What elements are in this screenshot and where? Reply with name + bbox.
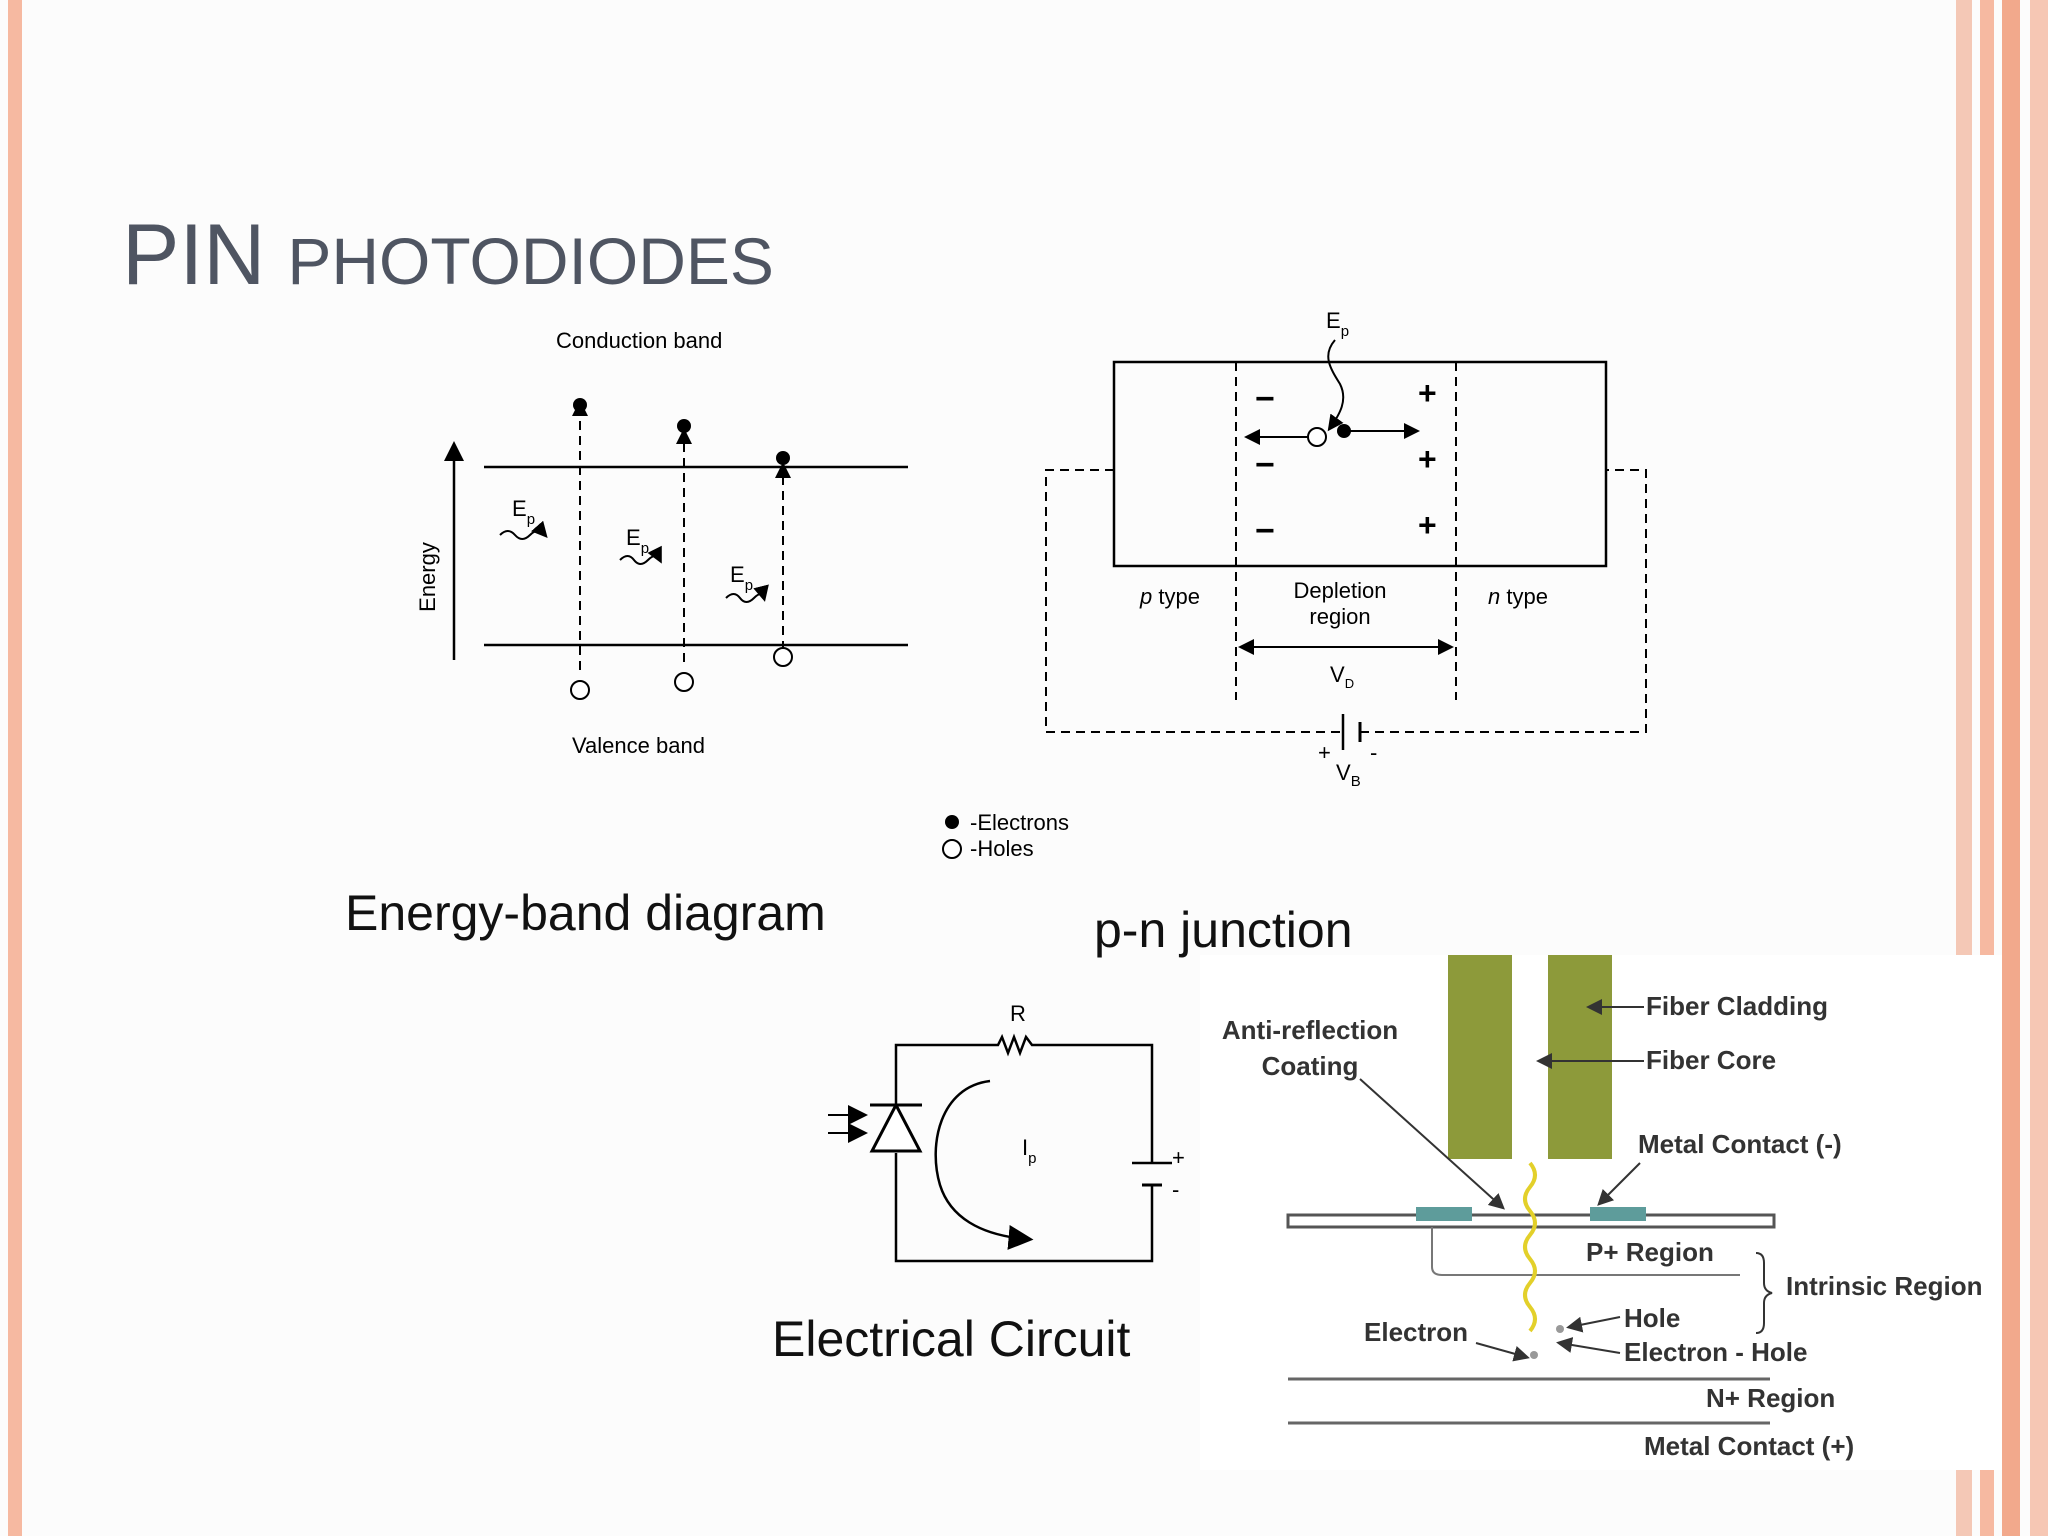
fiber-cladding-right (1548, 955, 1612, 1159)
hole-label: Hole (1624, 1303, 1680, 1333)
resistor-label: R (1010, 1001, 1026, 1026)
photon-wave (619, 545, 662, 565)
depletion-label-line1: Depletion (1294, 578, 1387, 603)
positive-charge: + (1418, 375, 1437, 411)
leader-electron (1475, 1342, 1530, 1362)
negative-charge: − (1255, 380, 1275, 418)
leader-hole (1566, 1316, 1621, 1333)
electron-label: Electron (1364, 1317, 1468, 1347)
junction-body (1112, 360, 1608, 568)
hole-circle (1307, 427, 1327, 447)
energy-band-diagram: Conduction band Energy Ep Ep Ep Valence … (415, 328, 908, 758)
vb-label: VB (1336, 760, 1361, 790)
hole-circle (773, 647, 793, 667)
top-layer (1286, 1213, 1776, 1229)
energy-band-caption: Energy-band diagram (345, 885, 826, 941)
legend-hole-circle (942, 839, 962, 859)
electrical-circuit-caption: Electrical Circuit (772, 1311, 1131, 1367)
battery-plus: + (1172, 1145, 1185, 1170)
fiber-cladding-left (1448, 955, 1512, 1159)
slide-title-rest: PHOTODIODES (287, 224, 774, 298)
positive-charge: + (1418, 507, 1437, 543)
right-edge-stripe-far (2030, 0, 2048, 1536)
conduction-band-label: Conduction band (556, 328, 722, 353)
fiber-cladding-label: Fiber Cladding (1646, 991, 1828, 1021)
anti-reflection-label-line1: Anti-reflection (1222, 1015, 1398, 1045)
electron-dot (573, 398, 587, 412)
vd-label: VD (1330, 662, 1354, 691)
metal-contact-left (1416, 1207, 1472, 1221)
electron-dot (776, 451, 790, 465)
fiber-core-label: Fiber Core (1646, 1045, 1776, 1075)
hole-dot (1556, 1325, 1564, 1333)
pn-junction-caption: p-n junction (1094, 902, 1353, 958)
metal-contact-right (1590, 1207, 1646, 1221)
left-edge-stripe (8, 0, 22, 1536)
hole-circle (674, 672, 694, 692)
positive-charge: + (1418, 441, 1437, 477)
carrier-legend: -Electrons -Holes (942, 810, 1069, 861)
pn-junction-diagram: Ep − − − + + + p type Depletion region n… (1045, 308, 1647, 790)
intrinsic-region-label: Intrinsic Region (1786, 1271, 1982, 1301)
hole-circle (570, 680, 590, 700)
battery-plus: + (1318, 740, 1331, 765)
energy-axis-label: Energy (415, 542, 440, 612)
bias-circuit (1045, 469, 1647, 733)
p-type-label: p type (1139, 584, 1200, 609)
photon-label: Ep (626, 525, 649, 557)
depletion-label-line2: region (1309, 604, 1370, 629)
n-type-label: n type (1488, 584, 1548, 609)
photodiode-symbol (869, 1101, 923, 1153)
right-edge-stripe-outer (2002, 0, 2020, 1536)
negative-charge: − (1255, 512, 1275, 550)
metal-contact-positive-label: Metal Contact (+) (1644, 1431, 1854, 1461)
leader-metal-contact (1597, 1162, 1641, 1206)
pin-structure-diagram: Fiber Cladding Fiber Core Anti-reflectio… (1222, 955, 1982, 1461)
legend-electron-dot (945, 815, 959, 829)
photon-path (1327, 339, 1345, 432)
negative-charge: − (1255, 446, 1275, 484)
photon-label: Ep (512, 496, 535, 528)
legend-holes: -Holes (970, 836, 1034, 861)
battery-minus: - (1370, 740, 1377, 765)
circuit-loop (894, 1033, 1154, 1263)
photon-label: Ep (730, 562, 753, 594)
battery-minus: - (1172, 1177, 1179, 1202)
electron-dot (677, 419, 691, 433)
intrinsic-brace (1755, 1252, 1773, 1334)
legend-electrons: -Electrons (970, 810, 1069, 835)
photocurrent-label: Ip (1022, 1135, 1036, 1167)
valence-band-label: Valence band (572, 733, 705, 758)
n-region-label: N+ Region (1706, 1383, 1835, 1413)
electrical-circuit-diagram: R Ip + - (828, 1001, 1185, 1263)
electron-dot (1530, 1351, 1538, 1359)
photon-wave (499, 520, 548, 540)
p-region-outline (1431, 1227, 1740, 1276)
electron-dot (1337, 424, 1351, 438)
leader-electron-hole (1556, 1337, 1621, 1354)
metal-contact-negative-label: Metal Contact (-) (1638, 1129, 1842, 1159)
photon-label: Ep (1326, 308, 1349, 340)
fiber-core (1512, 955, 1548, 1159)
p-region-label: P+ Region (1586, 1237, 1714, 1267)
photon-path (1523, 1161, 1537, 1333)
anti-reflection-label-line2: Coating (1262, 1051, 1359, 1081)
slide-title-first: PIN (122, 207, 266, 303)
electron-hole-label: Electron - Hole (1624, 1337, 1807, 1367)
photocurrent-arrow (934, 1079, 1034, 1250)
photon-wave (725, 584, 769, 603)
leader-anti-reflection (1359, 1078, 1505, 1210)
